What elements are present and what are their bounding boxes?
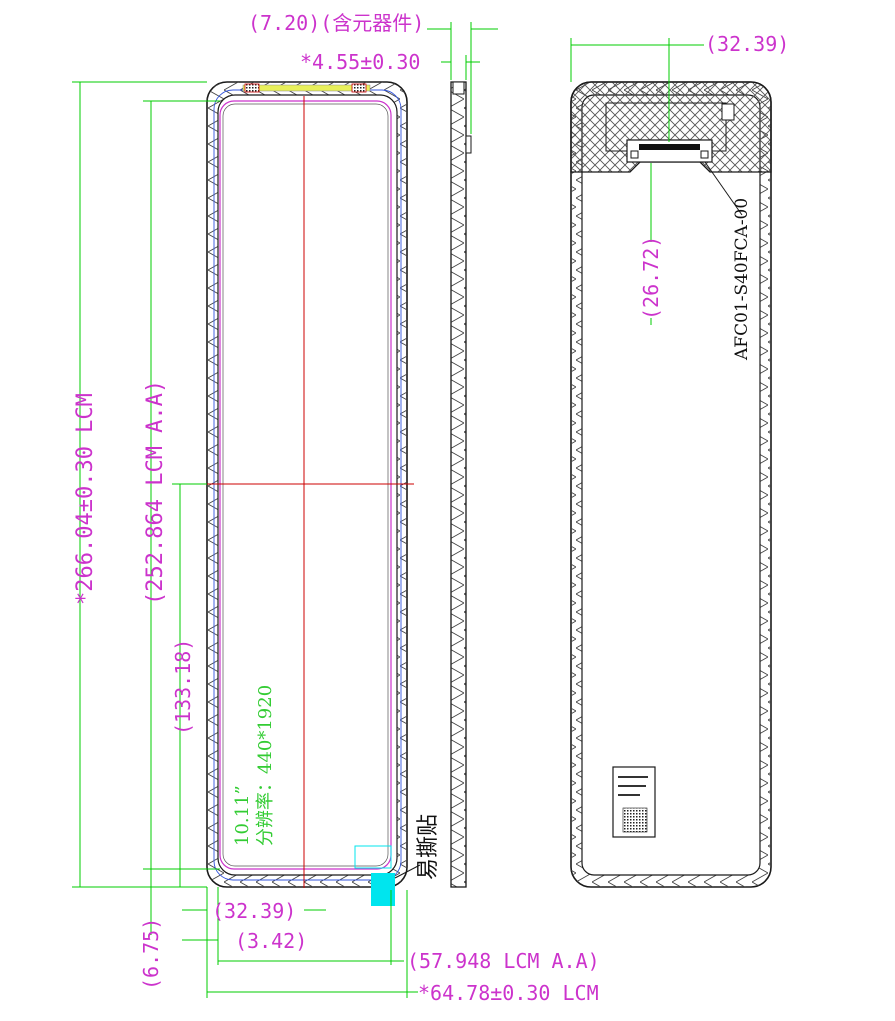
fpc-strip — [242, 84, 371, 92]
note-resolution: 分辨率：440*1920 — [255, 685, 276, 846]
active-area — [219, 100, 392, 870]
frame-inner-edge — [217, 94, 398, 876]
dim-connector-offset: (26.72) — [639, 236, 663, 320]
connector-body — [626, 139, 713, 163]
connector-latch-left — [630, 150, 639, 159]
side-fpc-top — [452, 81, 465, 95]
dim-module-thickness: *4.55±0.30 — [300, 50, 420, 74]
dim-fpc-thickness: (7.20)(含元器件) — [248, 11, 424, 35]
dim-bottom-offset: (6.75) — [139, 918, 163, 990]
peel-tab-leader — [394, 864, 421, 879]
dim-connector-width: (32.39) — [705, 32, 789, 56]
fpc-pad-left — [244, 83, 260, 93]
dim-center-width: (32.39) — [212, 899, 296, 923]
side-view — [427, 22, 498, 888]
connector-latch-right — [700, 150, 709, 159]
back-view: AFC01-S40FCA-00 — [570, 38, 772, 888]
side-outline — [450, 81, 467, 888]
front-view: 10.11” 分辨率：440*1920 易撕贴 — [200, 81, 441, 906]
part-leader — [704, 161, 743, 216]
dim-lcm-width: *64.78±0.30 LCM — [418, 981, 599, 1005]
dim-side-offset: (3.42) — [235, 929, 307, 953]
note-size: 10.11” — [232, 785, 253, 846]
peel-tab-outline — [354, 845, 392, 869]
dim-aa-height: (252.864 LCM A.A) — [143, 380, 168, 605]
note-peel-tab: 易撕贴 — [416, 814, 441, 880]
dim-center-height: (133.18) — [171, 639, 195, 735]
dimension-lines — [72, 81, 418, 998]
dimension-text: (7.20)(含元器件) *4.55±0.30 (32.39) (26.72) … — [73, 11, 789, 1005]
qr-code — [622, 807, 648, 833]
fpc-component — [721, 103, 735, 121]
dim-lcm-height: *266.04±0.30 LCM — [73, 393, 98, 605]
inner-border — [222, 103, 389, 867]
fpc-pad-right — [351, 83, 367, 93]
dim-aa-width: (57.948 LCM A.A) — [407, 949, 600, 973]
connector-pins — [639, 144, 700, 150]
connector-part-number: AFC01-S40FCA-00 — [732, 198, 752, 361]
side-component — [465, 135, 472, 154]
